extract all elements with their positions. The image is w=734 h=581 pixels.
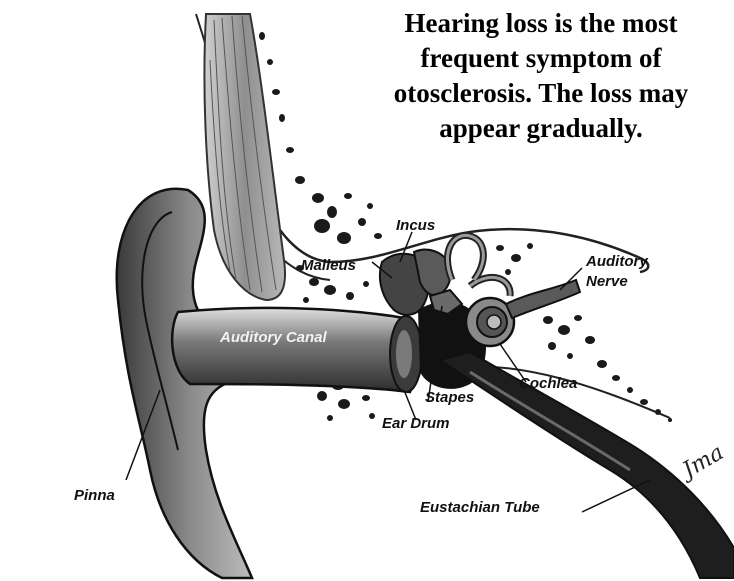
ear-drum-label: Ear Drum xyxy=(382,415,450,432)
incus-label: Incus xyxy=(396,217,435,234)
pinna-label: Pinna xyxy=(74,487,115,504)
auditory-nerve xyxy=(506,280,580,318)
auditory-nerve-label-line2: Nerve xyxy=(586,273,628,290)
stapes-label: Stapes xyxy=(425,389,474,406)
cochlea-label: Cochlea xyxy=(519,375,577,392)
auditory-canal-label: Auditory Canal xyxy=(219,329,328,346)
eustachian-tube-label: Eustachian Tube xyxy=(420,499,540,516)
malleus-label: Malleus xyxy=(301,257,356,274)
auditory-nerve-label-line1: Auditory xyxy=(585,253,648,270)
caption: Hearing loss is the most frequent sympto… xyxy=(352,6,730,146)
artist-signature: Jma xyxy=(675,440,728,485)
auditory-canal xyxy=(172,308,416,392)
semicircular-canals xyxy=(447,235,510,296)
